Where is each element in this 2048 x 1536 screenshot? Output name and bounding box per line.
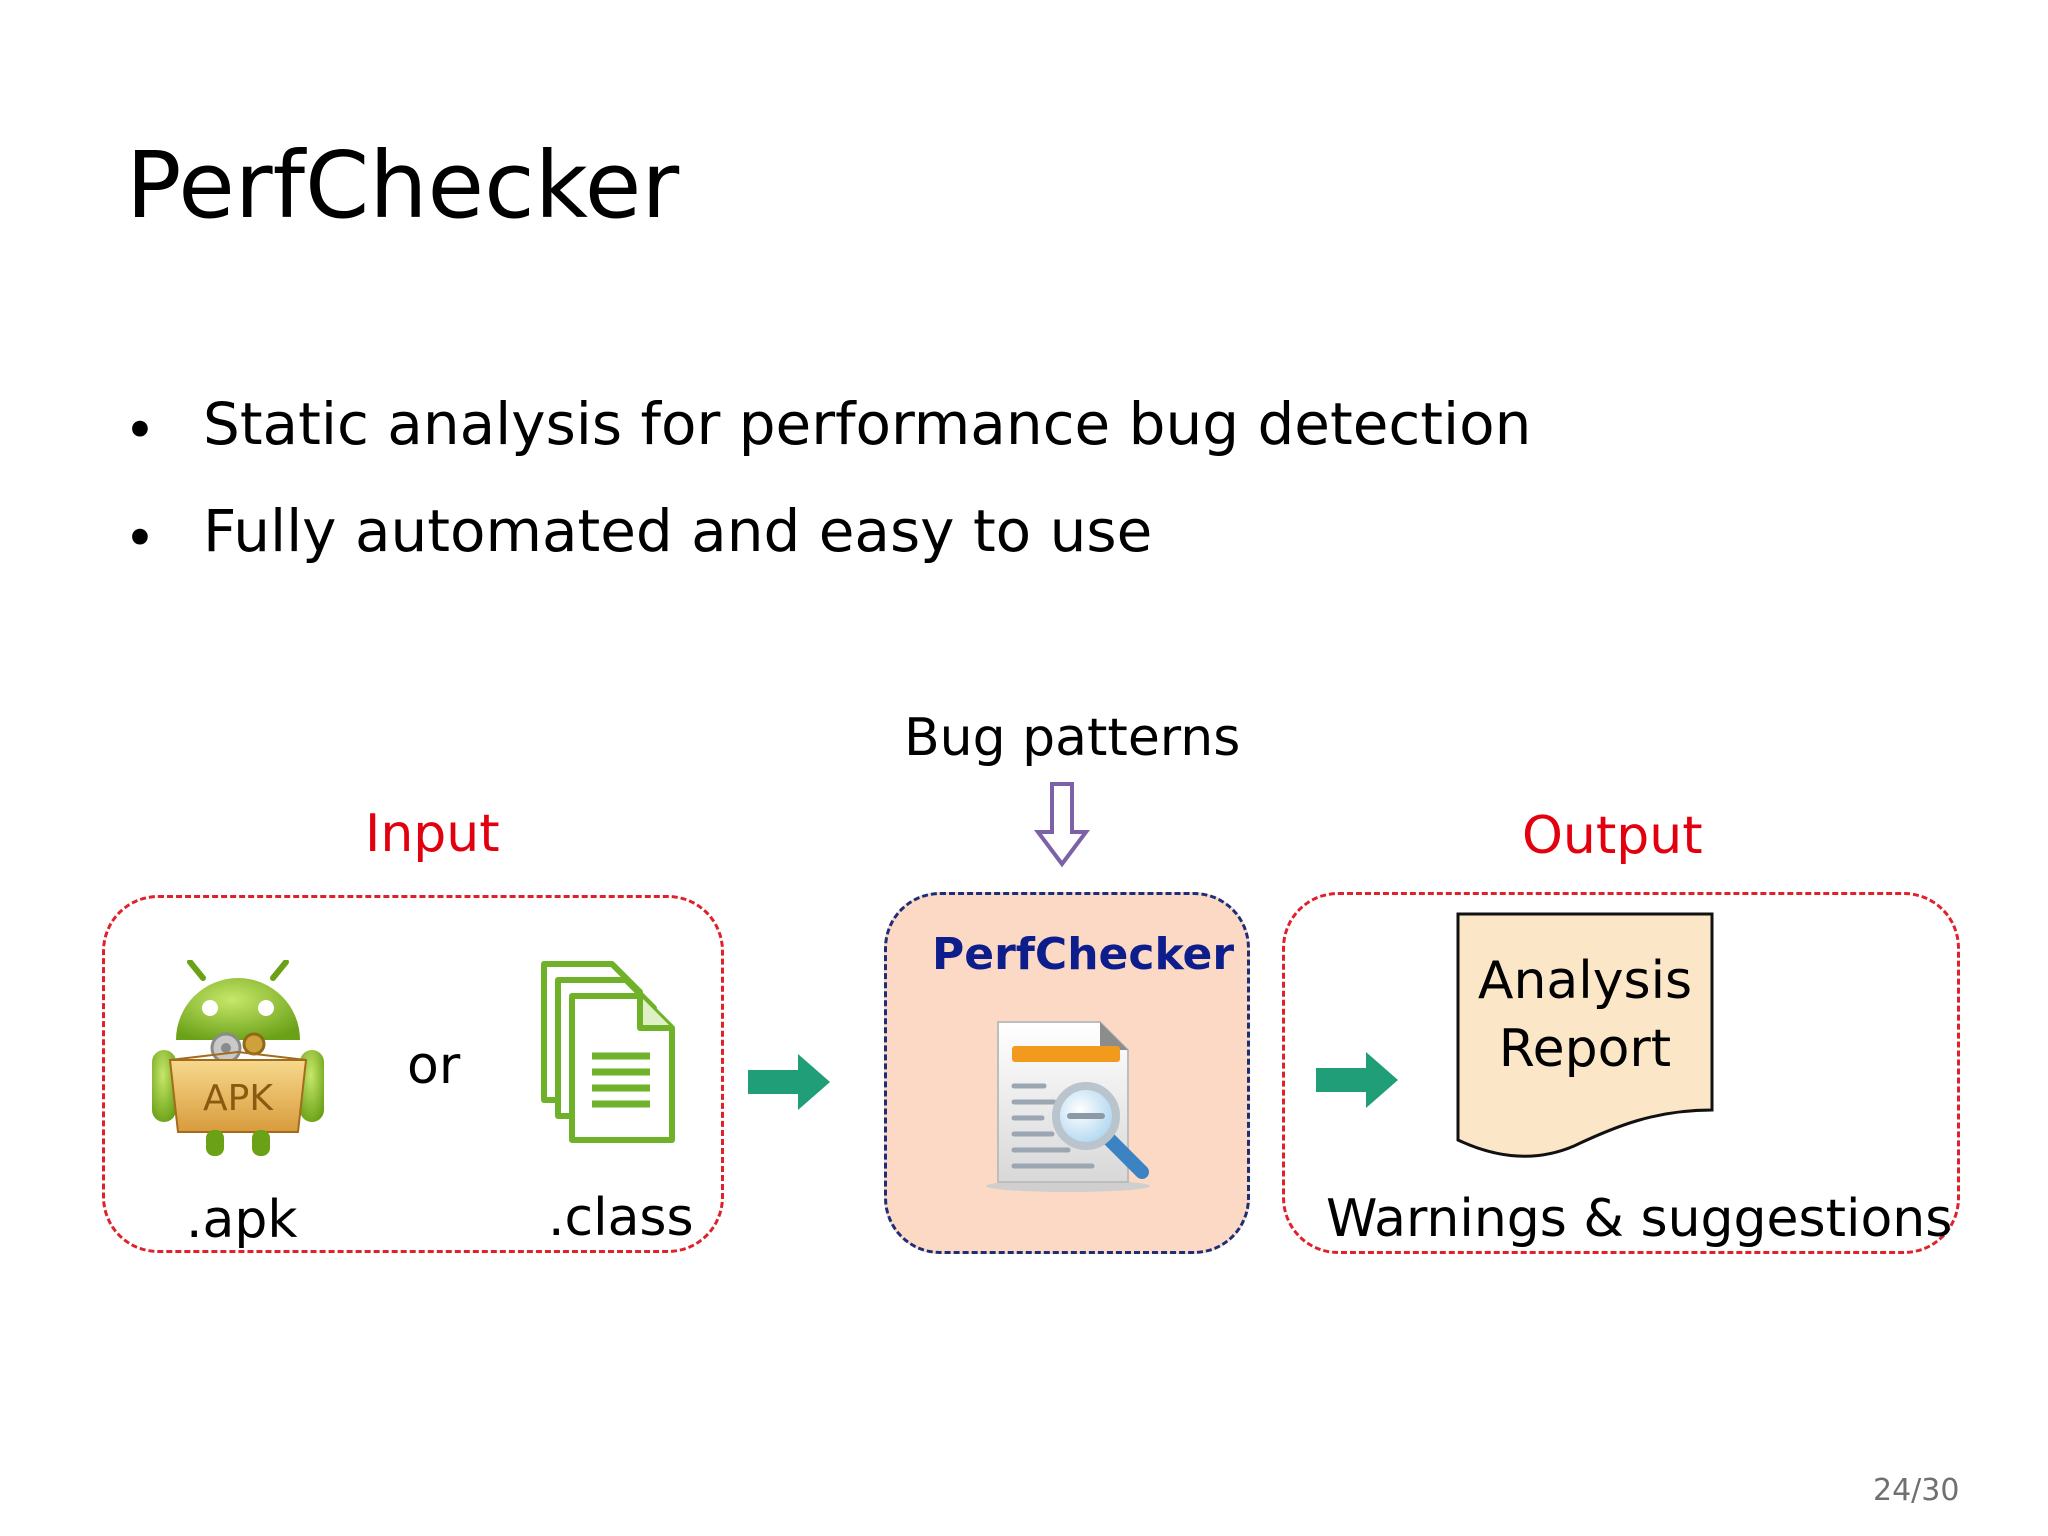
tool-to-output-arrow-icon (1316, 1052, 1398, 1108)
or-label: or (407, 1036, 461, 1096)
bullet-dot-2: • (124, 507, 156, 570)
apk-label: .apk (186, 1190, 298, 1250)
bullet-dot-1: • (124, 399, 156, 462)
output-box (1282, 892, 1960, 1254)
input-box (102, 895, 724, 1253)
analysis-report-text: Analysis Report (1477, 951, 1693, 1079)
android-apk-icon: APK (152, 960, 324, 1156)
bullet-1: Static analysis for performance bug dete… (203, 390, 1532, 458)
input-label: Input (365, 804, 500, 864)
slide-title: PerfChecker (126, 132, 680, 239)
page-number: 24/30 (1873, 1473, 1960, 1508)
bug-patterns-label: Bug patterns (904, 708, 1241, 768)
output-label: Output (1522, 806, 1703, 866)
bug-patterns-arrow-icon (1034, 782, 1090, 868)
input-to-tool-arrow-icon (748, 1054, 830, 1110)
tool-label: PerfChecker (932, 929, 1235, 980)
analysis-document-icon (986, 1021, 1150, 1192)
output-caption: Warnings & suggestions (1326, 1189, 1953, 1249)
class-files-icon (541, 961, 675, 1143)
analysis-report-document (1456, 912, 1714, 1158)
bullet-2: Fully automated and easy to use (203, 497, 1153, 565)
apk-badge-text: APK (203, 1078, 274, 1119)
class-label: .class (548, 1188, 694, 1248)
